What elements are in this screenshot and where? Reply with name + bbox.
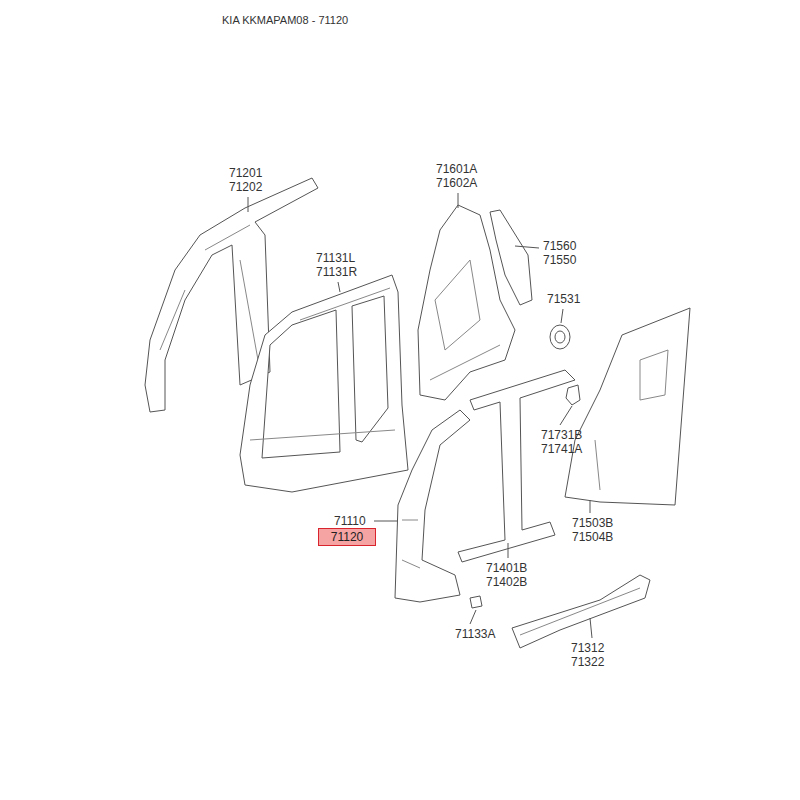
highlight-box: 71120 bbox=[318, 528, 376, 546]
leader-lines bbox=[248, 193, 592, 638]
side-sill bbox=[512, 575, 650, 648]
callout-number: 71312 bbox=[571, 641, 604, 655]
callout-number: 71110 bbox=[334, 514, 366, 528]
callout-number: 71131L bbox=[316, 251, 355, 265]
callout-number: 71741A bbox=[541, 442, 582, 456]
callout-number: 71601A bbox=[436, 162, 477, 176]
center-pillar bbox=[458, 370, 575, 562]
callout-number: 71401B bbox=[486, 561, 527, 575]
side-outer-panel bbox=[240, 275, 408, 492]
callout-number: 71560 bbox=[543, 239, 576, 253]
callout-number: 71531 bbox=[547, 292, 580, 306]
callout-number: 71202 bbox=[229, 180, 262, 194]
page-title: KIA KKMAPAM08 - 71120 bbox=[222, 14, 348, 27]
small-bracket bbox=[470, 596, 482, 608]
inner-pillar bbox=[145, 178, 318, 412]
callout-number: 71201 bbox=[229, 166, 262, 180]
callout-number: 71133A bbox=[455, 627, 495, 641]
callout-number: 71402B bbox=[486, 575, 527, 589]
part-number: 71120 bbox=[319, 530, 375, 544]
callout-number: 71602A bbox=[436, 176, 477, 190]
quarter-reinforcement bbox=[490, 210, 532, 305]
callout-number: 71131R bbox=[316, 265, 357, 279]
front-pillar bbox=[395, 410, 470, 602]
callout-number: 71550 bbox=[543, 253, 576, 267]
callout-number: 71731B bbox=[541, 428, 582, 442]
callout-number: 71503B bbox=[572, 516, 613, 530]
callout-number: 71322 bbox=[571, 655, 604, 669]
fuel-housing bbox=[550, 325, 570, 349]
bracket bbox=[566, 385, 580, 405]
quarter-outer bbox=[565, 308, 690, 505]
callout-number: 71504B bbox=[572, 530, 613, 544]
